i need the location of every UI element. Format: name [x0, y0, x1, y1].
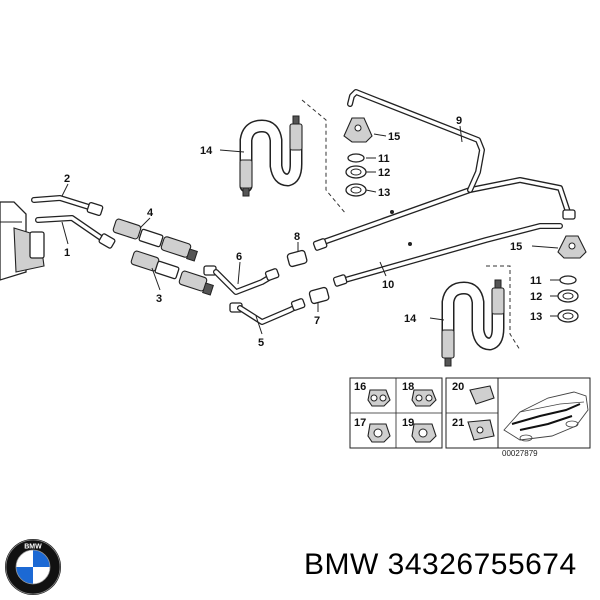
- callout-19: 19: [402, 417, 414, 429]
- callout-2: 2: [64, 173, 70, 185]
- brake-pipe-5: [229, 298, 306, 325]
- brake-pipe-1: [35, 215, 116, 249]
- callout-8: 8: [294, 231, 300, 243]
- brake-pipe-2: [31, 195, 104, 217]
- callout-15-lower: 15: [510, 241, 522, 253]
- callout-14-lower: 14: [404, 313, 417, 325]
- part-number-caption: BMW 34326755674: [304, 548, 577, 581]
- brake-hose-upper: [239, 115, 303, 197]
- leader-lines: [61, 125, 560, 335]
- callout-1: 1: [64, 247, 70, 259]
- bmw-logo-icon: BMW: [5, 539, 61, 595]
- callout-10: 10: [382, 279, 394, 291]
- callout-13-lower: 13: [530, 311, 542, 323]
- connector-7: [308, 286, 330, 305]
- brake-pipe-9: [312, 89, 576, 251]
- connector-8: [286, 249, 308, 268]
- callout-13-upper: 13: [378, 187, 390, 199]
- dashed-frame-upper: [301, 99, 347, 215]
- callout-14-upper: 14: [200, 145, 213, 157]
- bracket-group-upper: [343, 117, 373, 197]
- callout-15-upper: 15: [388, 131, 400, 143]
- callout-12-upper: 12: [378, 167, 390, 179]
- hose-assembly-3: [130, 250, 214, 296]
- callout-11-upper: 11: [378, 153, 390, 165]
- callout-18: 18: [402, 381, 414, 393]
- bracket-group-lower: [557, 235, 587, 323]
- callout-3: 3: [156, 293, 162, 305]
- footer: BMW BMW 34326755674: [0, 530, 600, 600]
- hydraulic-unit: [0, 201, 45, 281]
- callout-4: 4: [147, 207, 154, 219]
- callout-12-lower: 12: [530, 291, 542, 303]
- hose-assembly-4: [112, 218, 198, 262]
- callout-9: 9: [456, 115, 462, 127]
- callout-5: 5: [258, 337, 264, 349]
- brake-hose-lower: [441, 279, 505, 367]
- callout-21: 21: [452, 417, 464, 429]
- brake-pipe-10: [332, 223, 563, 287]
- brake-pipe-6: [203, 265, 280, 295]
- car-outline: [503, 391, 589, 442]
- callout-17: 17: [354, 417, 366, 429]
- callout-7: 7: [314, 315, 320, 327]
- dashed-frame-lower: [486, 265, 521, 351]
- callouts: 2 1 4 3 6 5 8 7 9 10 14 15 11 12 13 15 1…: [64, 115, 542, 349]
- logo-lettering: BMW: [24, 544, 42, 551]
- callout-20: 20: [452, 381, 464, 393]
- callout-16: 16: [354, 381, 366, 393]
- callout-11-lower: 11: [530, 275, 542, 287]
- callout-6: 6: [236, 251, 242, 263]
- clip-inset: 16 18 17 19 20 21 00027879: [349, 377, 591, 458]
- reference-code: 00027879: [502, 449, 538, 458]
